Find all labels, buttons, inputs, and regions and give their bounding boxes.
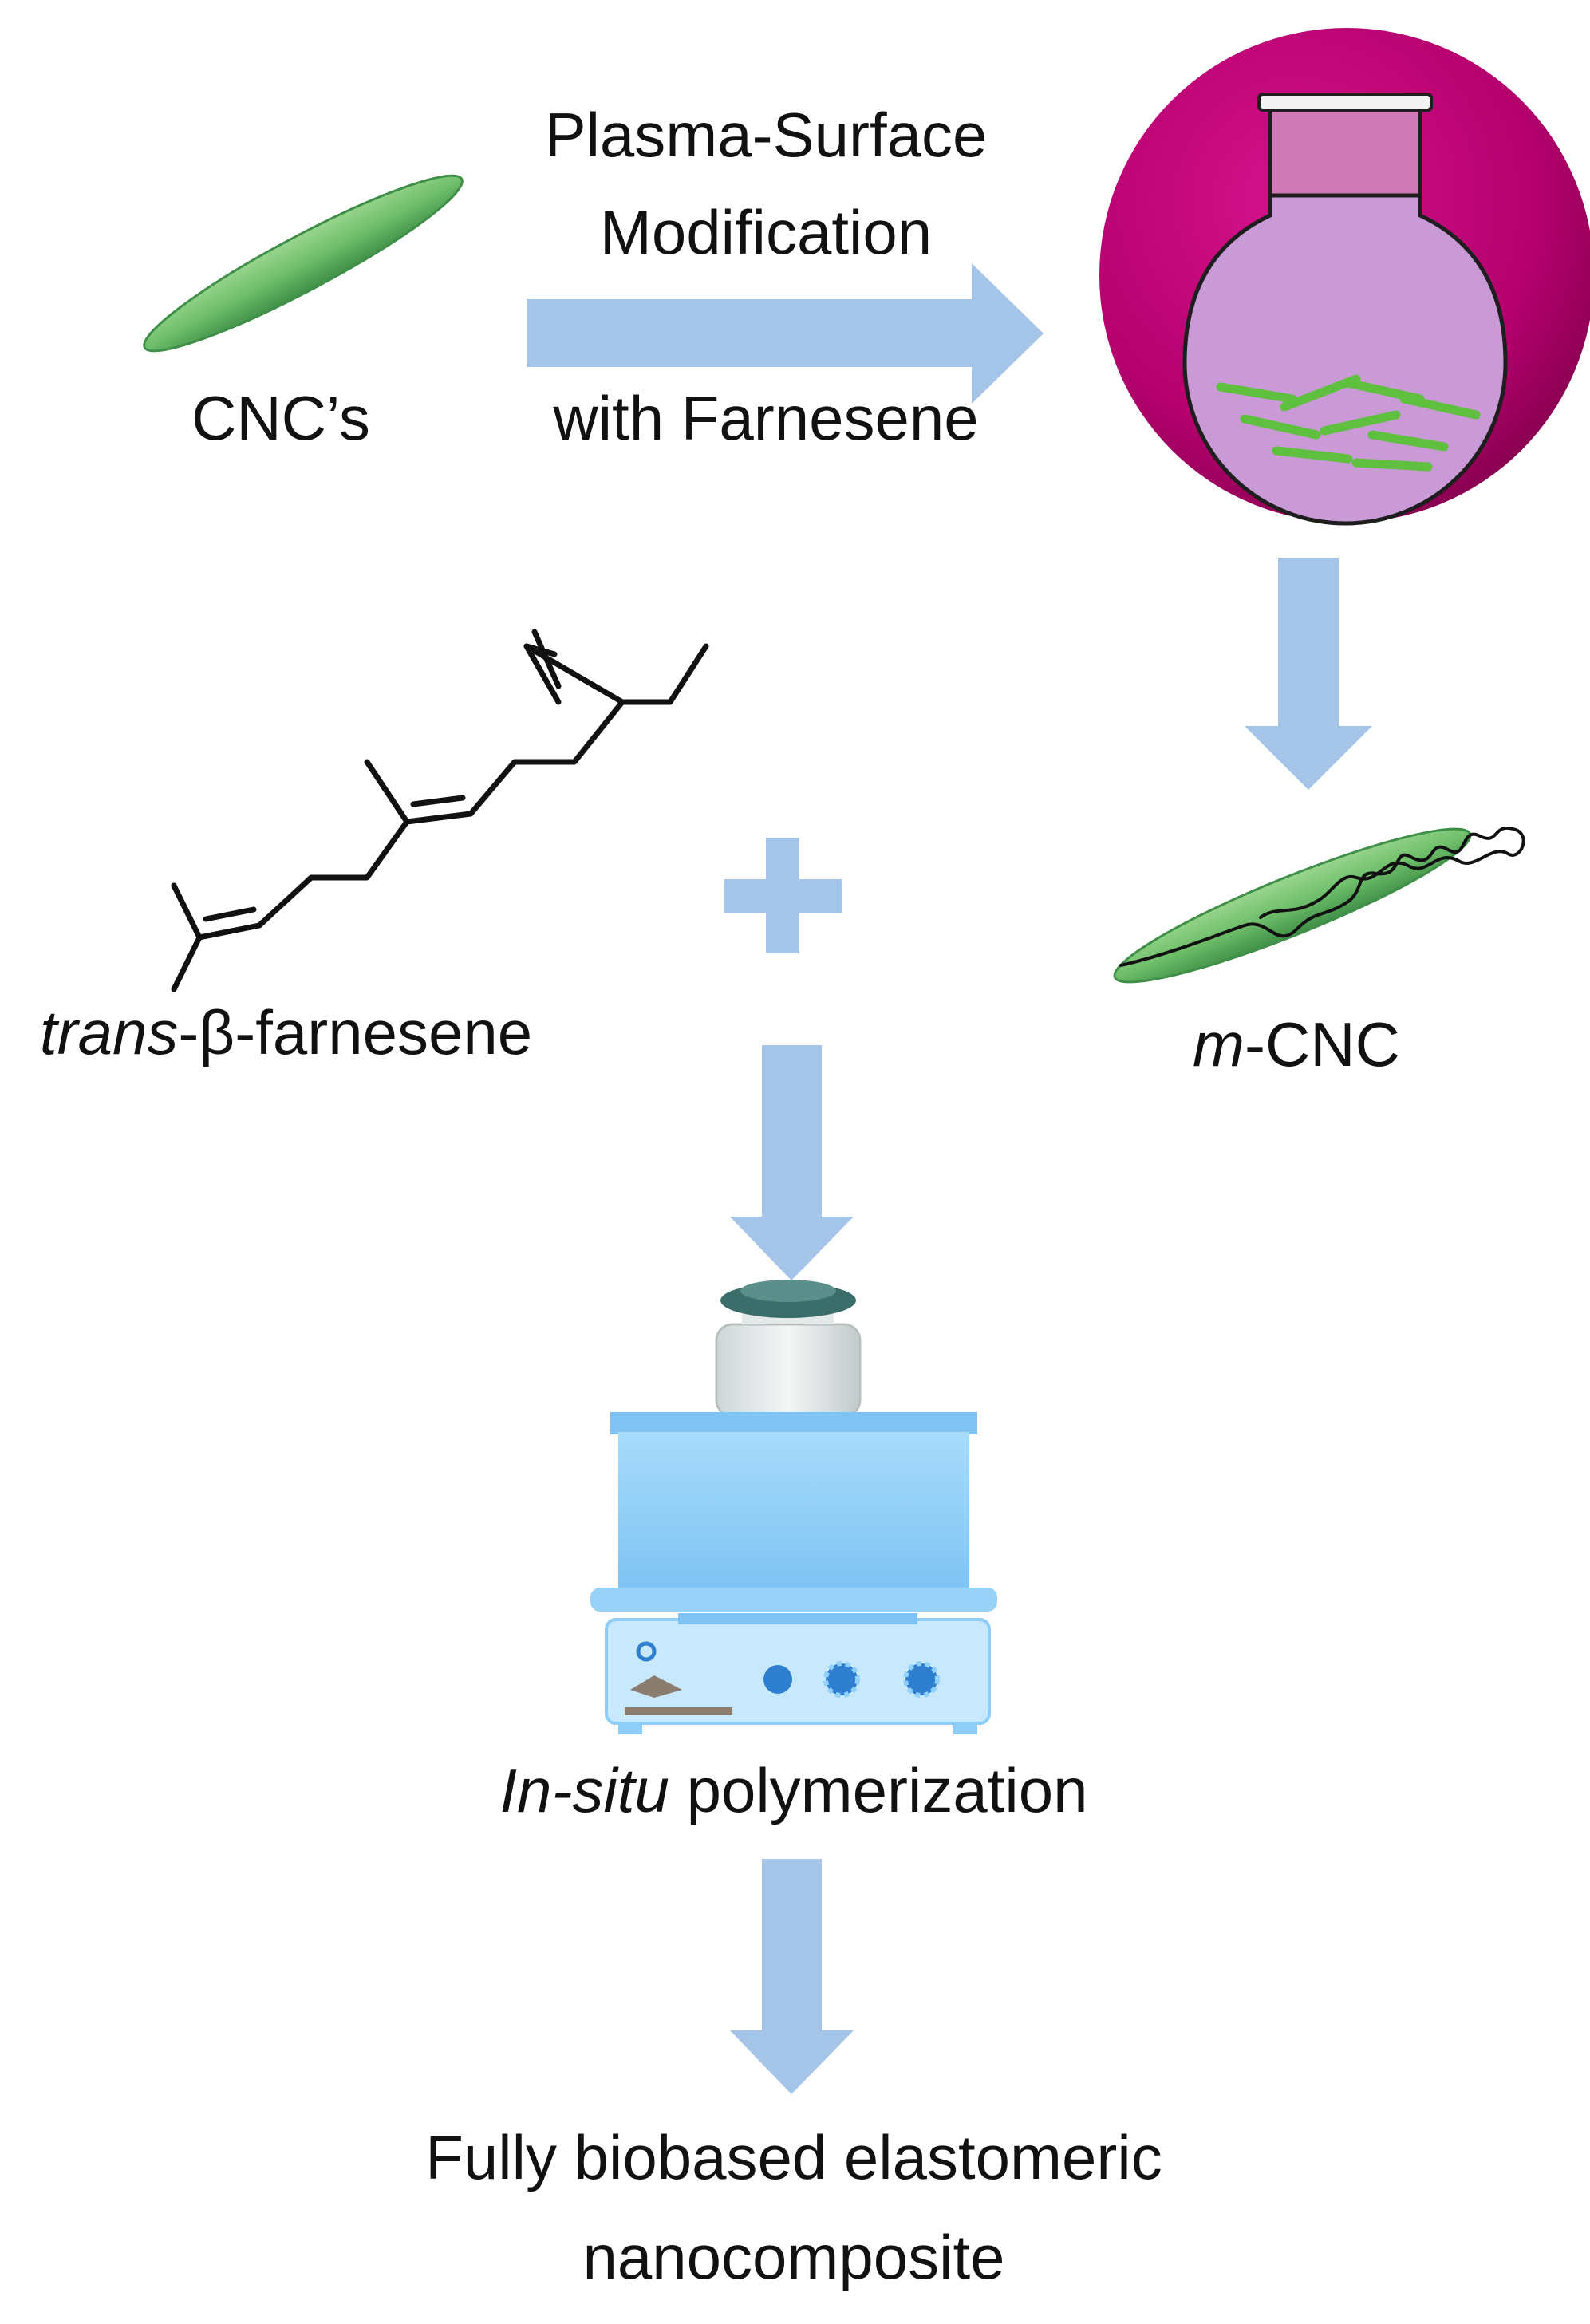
arrow-down-bottom: [730, 1859, 854, 2094]
mcnc-label-italic: m: [1193, 1009, 1245, 1079]
mcnc-label: m-CNC: [1193, 1013, 1400, 1075]
polymerization-label-italic: In-situ: [499, 1755, 669, 1825]
modified-cnc-icon: [1113, 827, 1525, 984]
step1-line1: Plasma-Surface: [544, 100, 988, 170]
cnc-label: CNC’s: [191, 383, 370, 453]
flask-icon: [1099, 28, 1590, 526]
monomer-label-italic: trans: [40, 997, 179, 1067]
arrow-down-center: [730, 1045, 854, 1280]
step1-line3: with Farnesene: [553, 383, 979, 453]
product-line1: Fully biobased elastomeric: [425, 2122, 1162, 2192]
monomer-label: trans-β-farnesene: [40, 1001, 532, 1063]
hotplate-stirrer-icon: [590, 1280, 997, 1734]
plus-icon: [724, 838, 842, 953]
polymerization-label: In-situ polymerization: [335, 1759, 1253, 1821]
monomer-label-rest: -β-farnesene: [178, 997, 533, 1067]
arrow-down-right: [1245, 558, 1372, 790]
farnesene-structure: [171, 629, 709, 992]
step1-line2: Modification: [599, 197, 933, 267]
product-line2: nanocomposite: [582, 2222, 1005, 2292]
mcnc-label-rest: -CNC: [1244, 1009, 1400, 1079]
polymerization-label-rest: polymerization: [669, 1755, 1088, 1825]
cnc-rod-icon: [143, 174, 464, 353]
arrow-right: [527, 263, 1044, 404]
